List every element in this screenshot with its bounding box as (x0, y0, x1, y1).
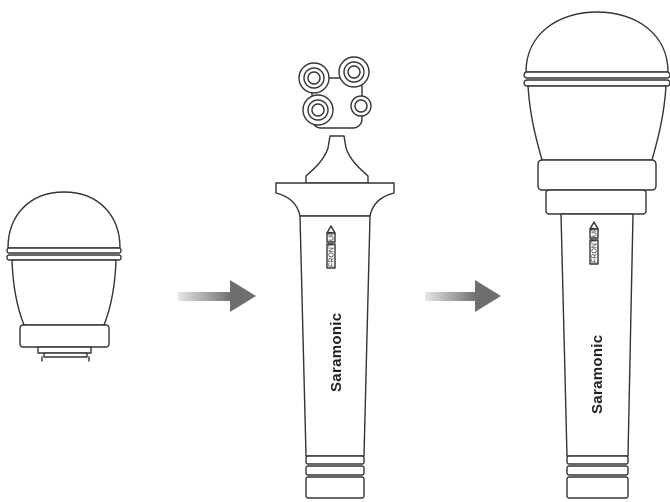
microphone-assembled: UP FRONT Saramonic (523, 11, 670, 499)
arrow-1 (178, 280, 256, 312)
microphone-with-capsule: UP FRONT Saramonic (275, 56, 395, 499)
up-mark: UP (329, 231, 336, 241)
orientation-marks: UP FRONT (589, 221, 599, 265)
windscreen-head (6, 191, 122, 362)
brand-label: Saramonic (589, 335, 606, 414)
front-mark: FRONT (329, 242, 336, 267)
capsule-array (298, 56, 372, 184)
front-mark: FRONT (592, 238, 599, 263)
brand-label: Saramonic (328, 313, 345, 392)
arrow-2 (425, 280, 501, 312)
up-mark: UP (592, 227, 599, 237)
orientation-marks: UP FRONT (326, 225, 336, 269)
